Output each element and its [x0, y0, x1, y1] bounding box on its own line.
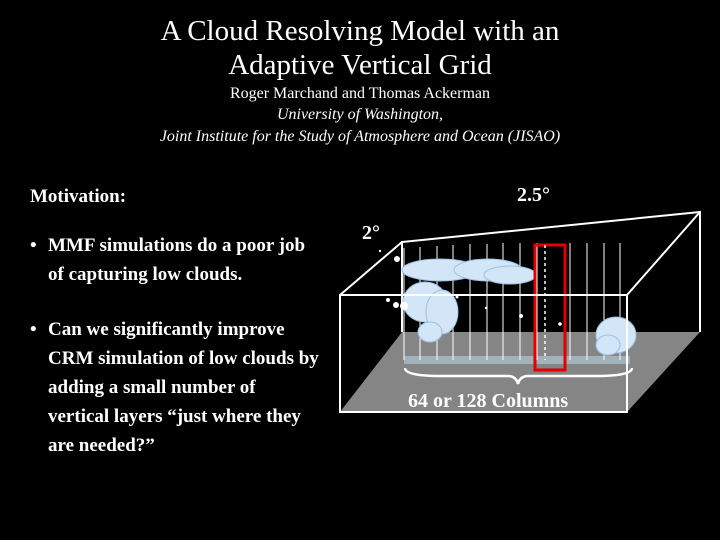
- motivation-bullet-1: • MMF simulations do a poor job of captu…: [30, 231, 320, 289]
- affiliation-university: University of Washington,: [276, 106, 444, 123]
- highlighted-column: [533, 243, 567, 372]
- slide-title-line1: A Cloud Resolving Model with an: [160, 15, 560, 47]
- slide-title-line2: Adaptive Vertical Grid: [228, 49, 492, 81]
- motivation-list: • MMF simulations do a poor job of captu…: [30, 231, 320, 460]
- domain-box-front: [339, 294, 628, 413]
- bullet-marker: •: [30, 319, 37, 340]
- motivation-section: Motivation: • MMF simulations do a poor …: [30, 182, 320, 486]
- surface-layer: [404, 356, 630, 364]
- affiliation-institute: Joint Institute for the Study of Atmosph…: [159, 128, 561, 145]
- motivation-heading: Motivation:: [30, 186, 127, 207]
- label-latitude-extent: 2°: [362, 222, 380, 244]
- label-columns: 64 or 128 Columns: [408, 390, 569, 412]
- domain-box: [339, 210, 701, 332]
- precipitation-dots: [378, 249, 562, 326]
- crm-grid-diagram: [339, 210, 701, 413]
- bullet-marker: •: [30, 235, 37, 256]
- bullet-text: Can we significantly improve CRM simulat…: [48, 319, 319, 456]
- columns-brace: [403, 367, 634, 385]
- bullet-text: MMF simulations do a poor job of capturi…: [48, 235, 306, 285]
- motivation-bullet-2: • Can we significantly improve CRM simul…: [30, 315, 320, 460]
- authors: Roger Marchand and Thomas Ackerman: [229, 85, 491, 102]
- cloud-cumulus: [401, 258, 537, 343]
- title-block: A Cloud Resolving Model with an Adaptive…: [0, 14, 720, 148]
- label-longitude-extent: 2.5°: [517, 184, 550, 206]
